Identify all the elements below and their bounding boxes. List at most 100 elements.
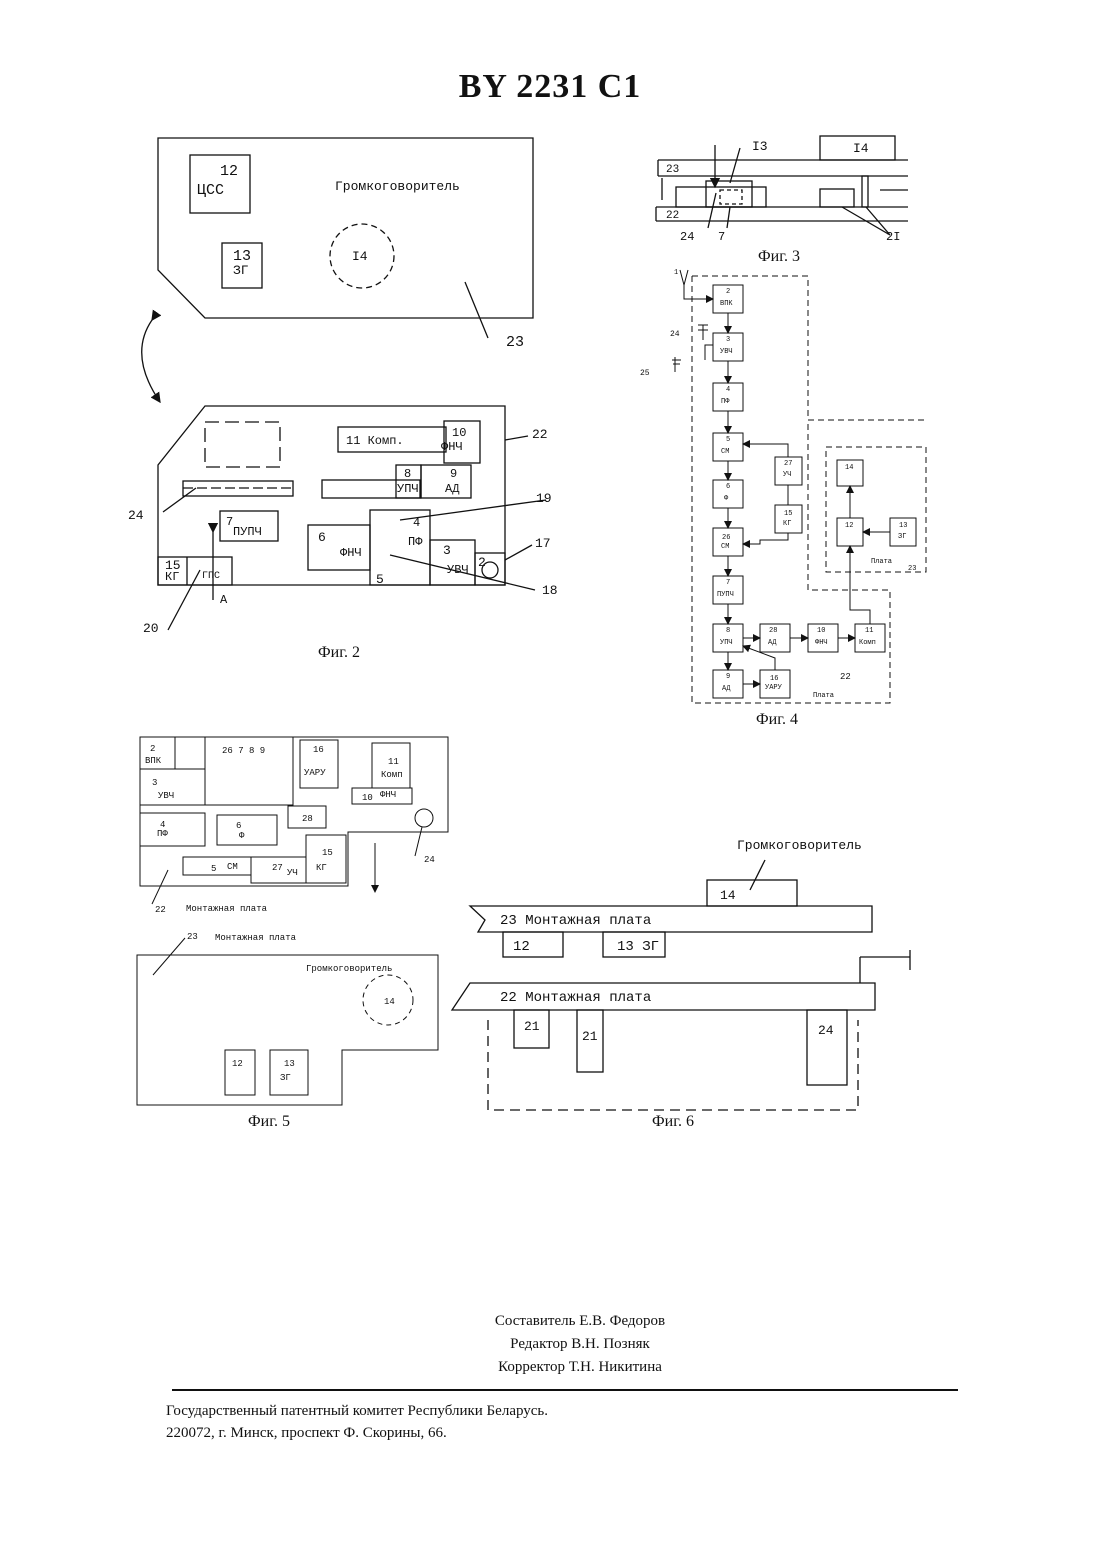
fig4-b16-lbl: УАРУ [765,684,783,692]
fig2-ref-23: 23 [506,334,524,351]
fig5-b11-num: 11 [388,757,399,767]
fig5-b10-num: 10 [362,793,373,803]
fig2-block-4-label: ПФ [408,535,423,549]
fig2-ref-17: 17 [535,536,551,551]
fig3-ref-13: I3 [752,139,768,154]
fig5-b3-lbl: УВЧ [158,791,174,801]
fig5-b13-lbl: ЗГ [280,1073,291,1083]
fig4-b6-lbl: Ф [724,495,729,503]
fig6-board23: 23 Монтажная плата [500,913,651,929]
fig4-b12: 12 [845,522,853,530]
fig4-b27-lbl: УЧ [783,471,791,479]
fig4-b7-lbl: ПУПЧ [717,591,734,599]
fig5-speaker-14: 14 [384,997,395,1007]
fig4-b7-num: 7 [726,579,730,587]
fig2-ref-20: 20 [143,621,159,636]
fig2-block-12-num: 12 [220,163,238,180]
fig5-caption: Фиг. 5 [248,1113,290,1130]
fig4-antenna-1: 1 [674,269,678,277]
fig2-block-13-label: ЗГ [233,263,249,278]
fig4-b6-num: 6 [726,483,730,491]
fig4-b2-num: 2 [726,288,730,296]
credits-editor: Редактор В.Н. Позняк [420,1333,740,1356]
fig4-b13-num: 13 [899,522,907,530]
fig2-block-8-label: УПЧ [397,482,419,496]
fig4-b8-lbl: УПЧ [720,639,733,647]
fig2-block-5-num: 5 [376,572,384,587]
fig5-b2-lbl: ВПК [145,756,162,766]
fig6-b14: 14 [720,888,736,903]
fig4-b2-lbl: ВПК [720,300,733,308]
fig5-b5-num: 5 [211,864,216,874]
fig4-b14: 14 [845,464,853,472]
fig4-b13-lbl: ЗГ [898,533,906,541]
fig2-board-23 [158,138,533,338]
footer-address: 220072, г. Минск, проспект Ф. Скорины, 6… [166,1422,966,1444]
fig5-b15-lbl: КГ [316,863,327,873]
fig2-block-16-label: ГПС [202,571,220,582]
fig4-ref-25: 25 [640,369,650,378]
fig2-ref-24: 24 [128,508,144,523]
fig4-b4-lbl: ПФ [721,398,730,406]
fig5-b15-num: 15 [322,848,333,858]
fig2-block-9-num: 9 [450,467,457,481]
footer-org: Государственный патентный комитет Респуб… [166,1400,966,1422]
footer-block: Государственный патентный комитет Респуб… [166,1400,966,1444]
fig4-b9-lbl: АД [722,685,731,693]
fig5-b13-num: 13 [284,1059,295,1069]
fig4-block-diagram [672,270,926,703]
fig5-board23-lbl: Монтажная плата [215,933,297,943]
fig3-ref-21: 2I [886,230,900,244]
fig5-b16-lbl: УАРУ [304,768,326,778]
fig5-b12: 12 [232,1059,243,1069]
fig3-ref-7: 7 [718,230,725,244]
fig2-caption: Фиг. 2 [318,644,360,661]
fig4-b5-num: 5 [726,436,730,444]
fig6-board22: 22 Монтажная плата [500,990,651,1006]
fig6-section [452,860,910,1110]
fig2-block-11: 11 Комп. [346,434,404,448]
fig3-ref-24: 24 [680,230,694,244]
fig2-block-4-num: 4 [413,516,420,530]
fig4-b15-lbl: КГ [783,520,791,528]
fig4-plata-main-num: 22 [840,672,851,682]
fig3-ref-14: I4 [853,141,869,156]
fig5-layout [137,737,448,1105]
fig4-b16-num: 16 [770,675,778,683]
fig2-speaker-14: I4 [352,249,368,264]
fig6-b21b: 21 [582,1029,598,1044]
fig5-b4-lbl: ПФ [157,829,168,839]
fig4-b11-num: 11 [865,627,873,635]
fig4-b9-num: 9 [726,673,730,681]
fig5-b6-num: 6 [236,821,241,831]
fig6-b24: 24 [818,1023,834,1038]
fig5-b28: 28 [302,814,313,824]
fig4-ref-24: 24 [670,330,680,339]
fig4-b3-lbl: УВЧ [720,348,733,356]
fig2-block-10-label: ФНЧ [441,440,463,454]
fig5-b11-lbl: Комп [381,770,403,780]
fig4-b28-num: 28 [769,627,777,635]
fig2-block-12-label: ЦСС [197,182,224,199]
fig5-b27-lbl: УЧ [287,868,298,878]
fig2-block-6-num: 6 [318,530,326,545]
fig2-block-8-num: 8 [404,467,411,481]
fig2-block-2-num: 2 [478,555,486,570]
fig3-ref-23: 23 [666,164,679,176]
fig5-b16-num: 16 [313,745,324,755]
fig2-speaker-label: Громкоговоритель [335,179,460,194]
fig5-b5-lbl: СМ [227,862,238,872]
credits-corrector: Корректор Т.Н. Никитина [420,1356,740,1379]
fig4-b28-lbl: АД [768,639,777,647]
fig2-ref-22: 22 [532,427,548,442]
fig2-block-6-label: ФНЧ [340,546,362,560]
fig4-plata-main: Плата [813,692,834,700]
fig4-b11-lbl: Комп [859,639,876,647]
fig5-b27-num: 27 [272,863,283,873]
fig6-b21a: 21 [524,1019,540,1034]
credits-block: Составитель Е.В. Федоров Редактор В.Н. П… [420,1310,740,1379]
footer-divider [172,1389,958,1391]
fig2-block-9-label: АД [445,482,460,496]
fig2-block-15-label: КГ [165,570,179,584]
fig6-caption: Фиг. 6 [652,1113,694,1130]
